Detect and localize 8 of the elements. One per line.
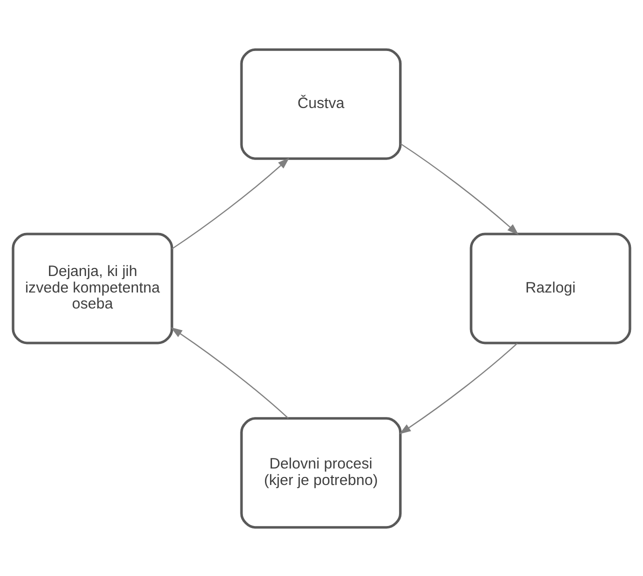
arrow <box>400 142 519 234</box>
node-box: Delovni procesi (kjer je potrebno) <box>240 416 402 528</box>
node-box: Dejanja, ki jih izvede kompetentna oseba <box>12 232 174 344</box>
arrow <box>170 326 289 418</box>
node-box: Čustva <box>240 48 402 160</box>
arrow <box>172 157 290 249</box>
node-box: Razlogi <box>470 232 632 344</box>
arrow <box>399 342 518 434</box>
